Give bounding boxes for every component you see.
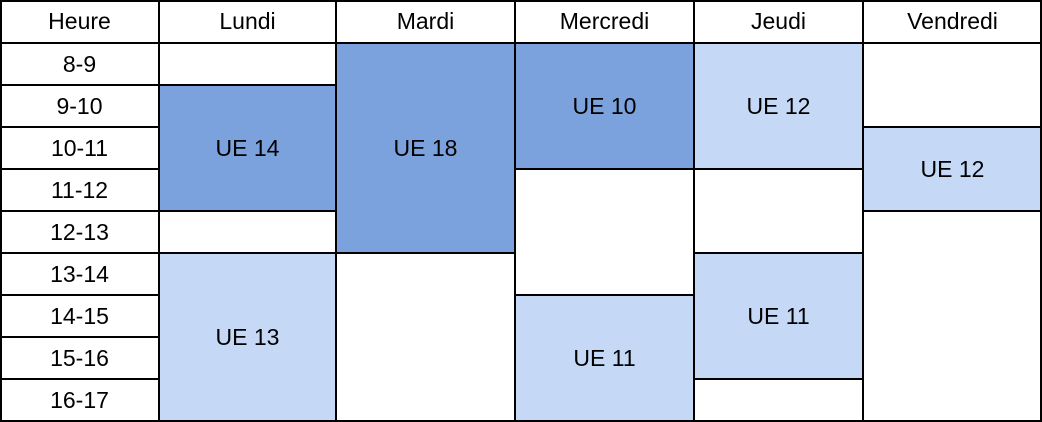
hour-label-3: 10-11 — [0, 127, 159, 169]
empty-slot — [159, 43, 336, 85]
row-separator — [0, 378, 160, 380]
hour-label-4: 11-12 — [0, 169, 159, 211]
block-separator — [862, 210, 1042, 212]
course-block: UE 11 — [515, 295, 694, 422]
border-top — [0, 0, 1042, 2]
header-day-3: Mercredi — [515, 0, 694, 43]
hour-label-5: 12-13 — [0, 211, 159, 253]
block-separator — [514, 294, 695, 296]
row-separator — [0, 252, 160, 254]
hour-label-7: 14-15 — [0, 295, 159, 337]
block-separator — [158, 210, 337, 212]
course-block: UE 13 — [159, 253, 336, 422]
header-day-2: Mardi — [336, 0, 515, 43]
row-separator — [0, 126, 160, 128]
empty-slot — [159, 211, 336, 253]
hour-label-2: 9-10 — [0, 85, 159, 127]
header-day-5: Vendredi — [863, 0, 1042, 43]
hour-label-8: 15-16 — [0, 337, 159, 379]
block-separator — [693, 168, 864, 170]
empty-slot — [694, 379, 863, 422]
row-separator — [0, 336, 160, 338]
row-separator — [0, 84, 160, 86]
block-separator — [693, 378, 864, 380]
empty-slot — [863, 211, 1042, 422]
course-block: UE 12 — [863, 127, 1042, 211]
header-separator — [0, 42, 1042, 44]
column-separator — [693, 0, 695, 422]
block-separator — [158, 84, 337, 86]
empty-slot — [694, 169, 863, 253]
header-day-1: Lundi — [159, 0, 336, 43]
course-block: UE 18 — [336, 43, 515, 253]
block-separator — [335, 252, 516, 254]
border-bottom — [0, 420, 1042, 422]
block-separator — [862, 126, 1042, 128]
course-block: UE 12 — [694, 43, 863, 169]
block-separator — [158, 252, 337, 254]
empty-slot — [336, 253, 515, 422]
hour-label-9: 16-17 — [0, 379, 159, 422]
course-block: UE 10 — [515, 43, 694, 169]
hour-label-6: 13-14 — [0, 253, 159, 295]
header-day-4: Jeudi — [694, 0, 863, 43]
course-block: UE 14 — [159, 85, 336, 211]
block-separator — [693, 252, 864, 254]
header-hour: Heure — [0, 0, 159, 43]
block-separator — [514, 168, 695, 170]
column-separator — [514, 0, 516, 422]
empty-slot — [863, 43, 1042, 127]
empty-slot — [515, 169, 694, 295]
course-block: UE 11 — [694, 253, 863, 379]
hour-label-1: 8-9 — [0, 43, 159, 85]
row-separator — [0, 294, 160, 296]
row-separator — [0, 210, 160, 212]
row-separator — [0, 168, 160, 170]
